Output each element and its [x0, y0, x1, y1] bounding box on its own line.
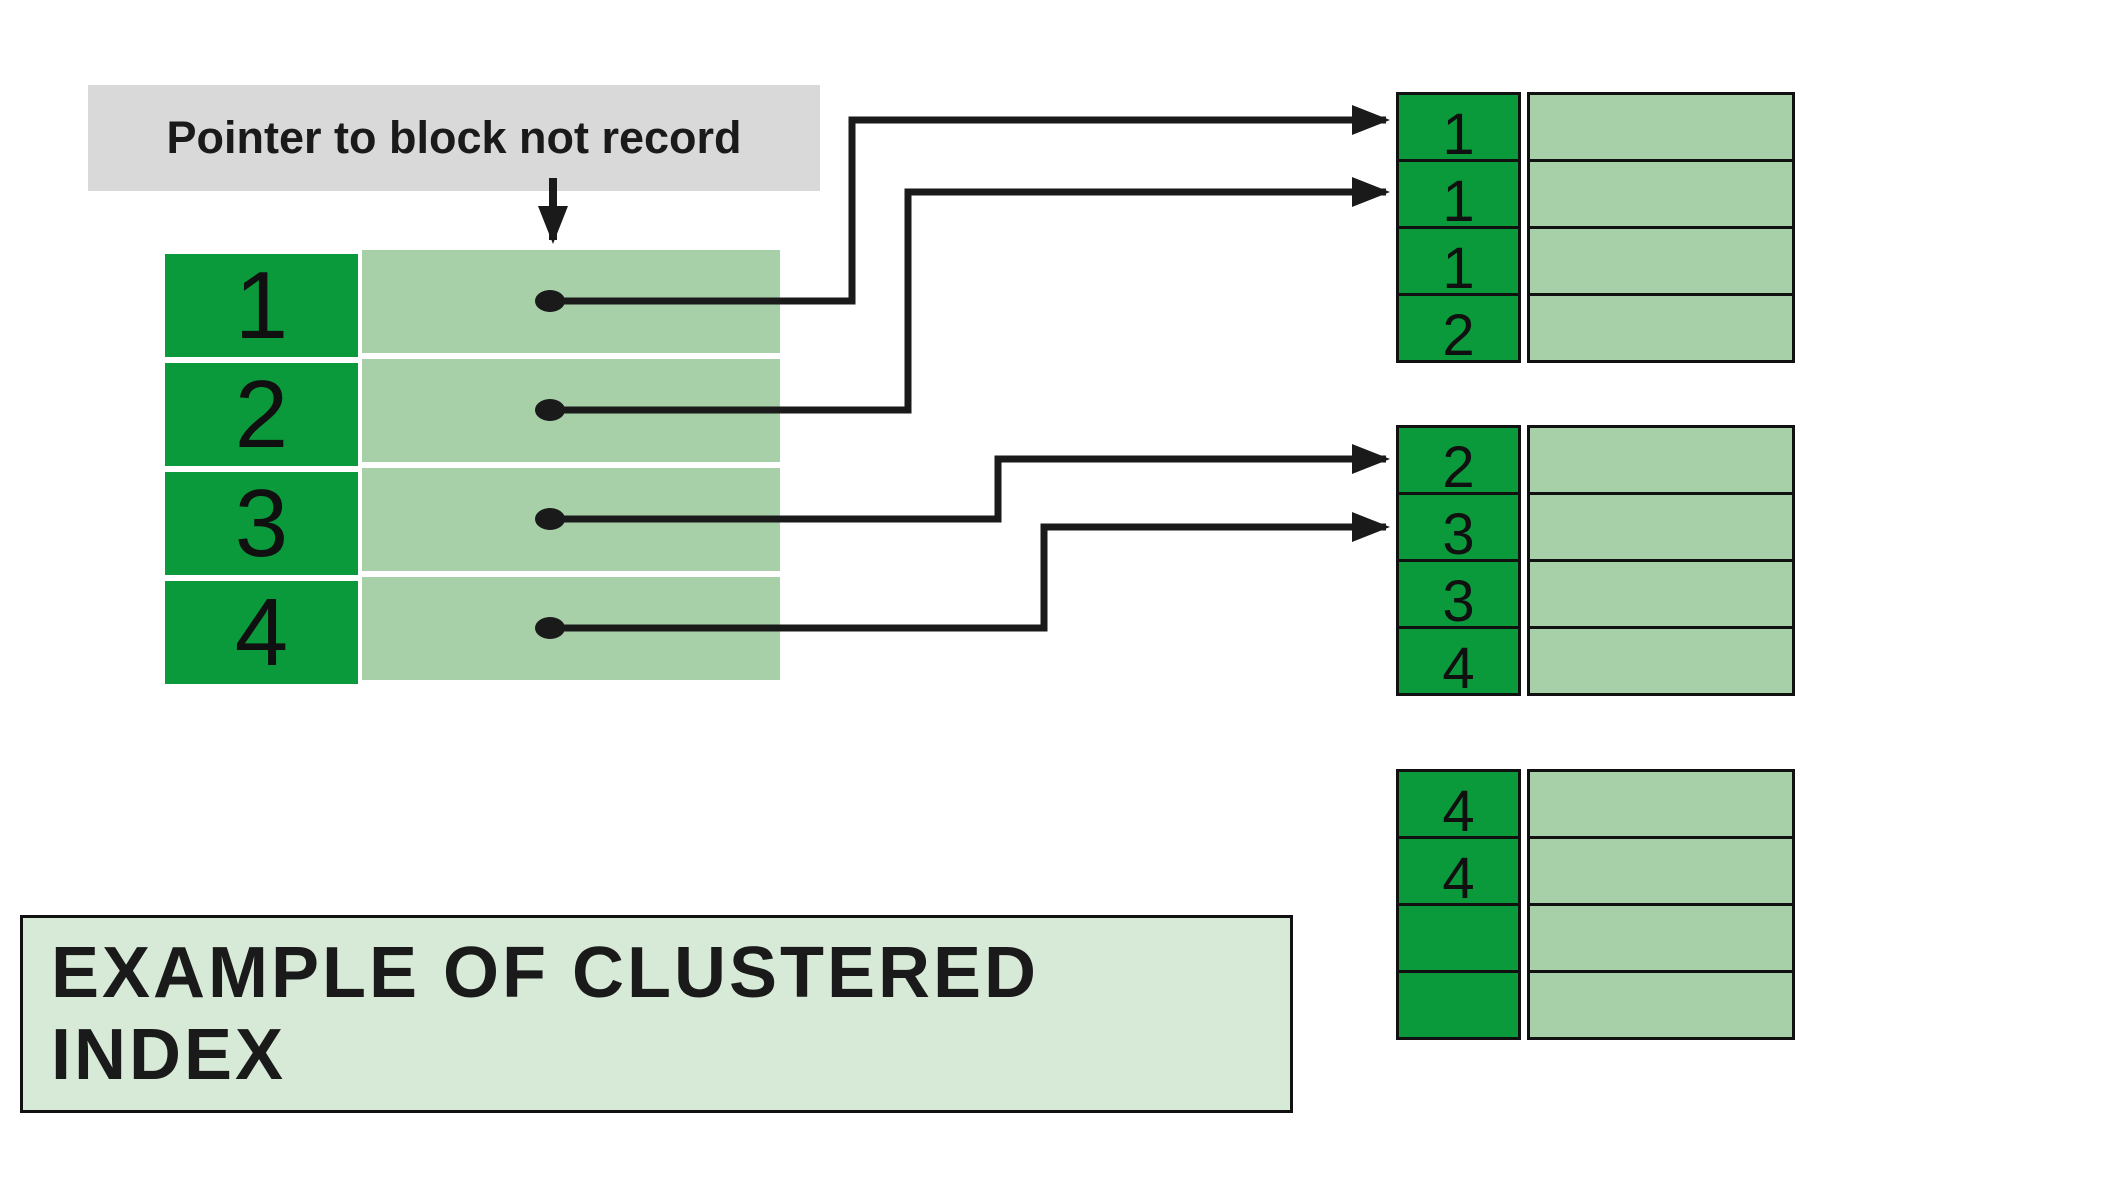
index-pointer-cell [362, 250, 780, 353]
block-key-value: 1 [1442, 102, 1475, 167]
data-block-3: 4 4 [1396, 769, 1796, 1040]
block-data-cell [1527, 626, 1795, 696]
index-key-cell: 4 [165, 581, 358, 684]
block-data-cell [1527, 92, 1795, 162]
block-key-cell: 3 [1396, 559, 1521, 634]
data-block-2: 2 3 3 4 [1396, 425, 1796, 701]
block-key-cell [1396, 970, 1521, 1040]
block-row: 1 [1396, 226, 1796, 301]
block-data-cell [1527, 836, 1795, 906]
index-pointer-cell [362, 577, 780, 680]
block-key-value: 3 [1442, 502, 1475, 567]
block-key-value: 4 [1442, 779, 1475, 844]
block-row: 2 [1396, 425, 1796, 500]
note-text: Pointer to block not record [166, 112, 742, 163]
block-row: 2 [1396, 293, 1796, 368]
block-key-value: 1 [1442, 169, 1475, 234]
index-key-cell: 1 [165, 254, 358, 357]
block-key-cell: 4 [1396, 769, 1521, 844]
block-key-cell [1396, 903, 1521, 973]
block-data-cell [1527, 492, 1795, 562]
block-data-cell [1527, 226, 1795, 296]
block-key-cell: 2 [1396, 293, 1521, 368]
block-row: 3 [1396, 492, 1796, 567]
block-key-value: 3 [1442, 569, 1475, 634]
index-row: 1 [165, 250, 780, 357]
block-data-cell [1527, 970, 1795, 1040]
caption-text: EXAMPLE OF CLUSTERED INDEX [51, 933, 1040, 1095]
index-key-cell: 3 [165, 472, 358, 575]
block-key-value: 2 [1442, 435, 1475, 500]
index-table: 1 2 3 4 [165, 250, 780, 686]
block-key-cell: 2 [1396, 425, 1521, 500]
block-data-cell [1527, 903, 1795, 973]
block-key-cell: 3 [1396, 492, 1521, 567]
block-row: 4 [1396, 836, 1796, 911]
data-block-1: 1 1 1 2 [1396, 92, 1796, 368]
block-key-value: 1 [1442, 236, 1475, 301]
block-key-cell: 1 [1396, 159, 1521, 234]
index-pointer-cell [362, 359, 780, 462]
block-key-value: 4 [1442, 846, 1475, 911]
index-key-cell: 2 [165, 363, 358, 466]
block-data-cell [1527, 293, 1795, 363]
block-row: 4 [1396, 769, 1796, 844]
block-row: 1 [1396, 92, 1796, 167]
block-key-cell: 1 [1396, 92, 1521, 167]
block-data-cell [1527, 769, 1795, 839]
block-key-cell: 1 [1396, 226, 1521, 301]
block-row: 4 [1396, 626, 1796, 701]
block-key-value: 4 [1442, 636, 1475, 701]
index-pointer-cell [362, 468, 780, 571]
caption-box: EXAMPLE OF CLUSTERED INDEX [20, 915, 1293, 1113]
index-row: 4 [165, 577, 780, 684]
block-row [1396, 903, 1796, 973]
block-row: 3 [1396, 559, 1796, 634]
block-key-cell: 4 [1396, 626, 1521, 701]
block-data-cell [1527, 159, 1795, 229]
index-row: 2 [165, 359, 780, 466]
block-row [1396, 970, 1796, 1040]
block-data-cell [1527, 559, 1795, 629]
block-data-cell [1527, 425, 1795, 495]
block-row: 1 [1396, 159, 1796, 234]
note-box: Pointer to block not record [88, 85, 820, 191]
block-key-value: 2 [1442, 303, 1475, 368]
block-key-cell: 4 [1396, 836, 1521, 911]
index-row: 3 [165, 468, 780, 575]
